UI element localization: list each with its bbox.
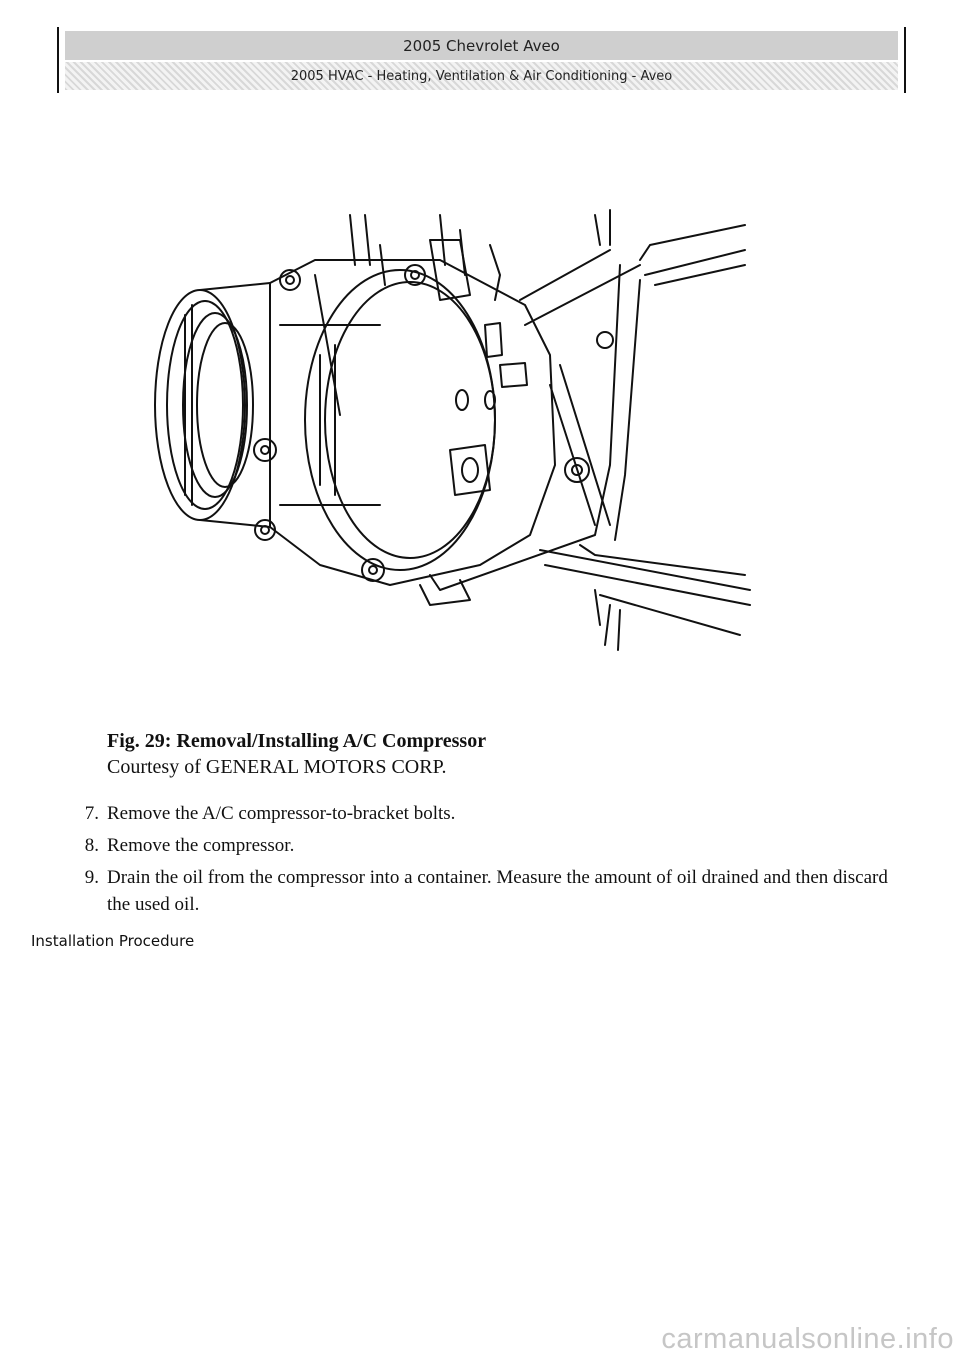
step-number: 7. [84,803,99,824]
figure-caption-credit: Courtesy of GENERAL MOTORS CORP. [107,756,447,778]
vehicle-title: 2005 Chevrolet Aveo [65,31,898,60]
site-watermark: carmanualsonline.info [661,1323,954,1355]
section-heading: Installation Procedure [31,932,195,950]
procedure-steps: 7. Remove the A/C compressor-to-bracket … [73,800,893,923]
step-text: Remove the A/C compressor-to-bracket bol… [107,803,456,824]
step-item: 9. Drain the oil from the compressor int… [73,864,893,918]
step-text: Remove the compressor. [107,835,295,856]
figure-caption-title: Fig. 29: Removal/Installing A/C Compress… [107,730,487,752]
document-header: 2005 Chevrolet Aveo 2005 HVAC - Heating,… [57,27,906,93]
step-item: 7. Remove the A/C compressor-to-bracket … [73,800,893,827]
section-subtitle: 2005 HVAC - Heating, Ventilation & Air C… [65,62,898,90]
step-text: Drain the oil from the compressor into a… [107,867,888,915]
figure-caption: Fig. 29: Removal/Installing A/C Compress… [107,728,486,780]
step-number: 8. [84,835,99,856]
step-item: 8. Remove the compressor. [73,832,893,859]
step-number: 9. [84,867,99,888]
compressor-illustration [140,205,760,660]
